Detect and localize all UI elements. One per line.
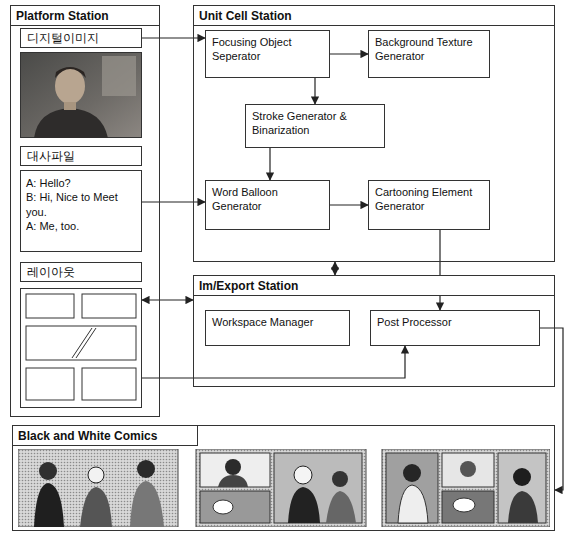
- flow-arrow: [142, 299, 193, 300]
- process-box: Cartooning Element Generator: [368, 180, 490, 230]
- flow-arrow: [330, 53, 368, 54]
- process-box: Stroke Generator & Binarization: [245, 104, 385, 148]
- station-panel: Unit Cell StationFocusing Object Seperat…: [193, 5, 555, 262]
- process-box: Focusing Object Seperator: [205, 30, 330, 78]
- input-label: 대사파일: [20, 146, 142, 166]
- comic-pages: [18, 449, 550, 527]
- box-label: Stroke Generator & Binarization: [252, 110, 378, 138]
- flow-arrow: [142, 37, 205, 38]
- input-group: 디지털이미지: [20, 28, 142, 138]
- box-label: Post Processor: [377, 316, 533, 330]
- input-label: 레이아웃: [20, 262, 142, 282]
- flow-arrow: [142, 201, 205, 202]
- box-label: Word Balloon Generator: [212, 186, 323, 214]
- station-title: Platform Station: [11, 6, 159, 26]
- input-label: 디지털이미지: [20, 28, 142, 48]
- box-label: Workspace Manager: [212, 316, 343, 330]
- flow-arrow: [269, 148, 270, 180]
- dialog-box: A: Hello?B: Hi, Nice to Meet you.A: Me, …: [20, 170, 142, 252]
- station-panel: Platform Station디지털이미지대사파일 A: Hello?B: Hi…: [10, 5, 160, 417]
- flow-arrow: [330, 204, 368, 205]
- dialog-line: A: Me, too.: [26, 219, 136, 233]
- flow-arrow: [314, 78, 315, 104]
- dialog-line: A: Hello?: [26, 176, 136, 190]
- input-group: 레이아웃: [20, 262, 142, 408]
- box-label: Focusing Object Seperator: [212, 36, 323, 64]
- box-label: Cartooning Element Generator: [375, 186, 483, 214]
- process-box: Background Texture Generator: [368, 30, 490, 78]
- flow-arrow: [142, 346, 405, 378]
- station-title: Black and White Comics: [13, 426, 198, 446]
- flow-arrow: [439, 230, 440, 310]
- box-label: Background Texture Generator: [375, 36, 483, 64]
- station-panel: Im/Export StationWorkspace Manager Post P…: [193, 275, 555, 387]
- process-box: Word Balloon Generator: [205, 180, 330, 230]
- flow-arrow: [334, 262, 335, 275]
- process-box: Post Processor: [370, 310, 540, 346]
- layout-sketch: [20, 288, 142, 408]
- station-title: Unit Cell Station: [194, 6, 554, 26]
- photo-illustration: [20, 52, 142, 138]
- station-title: Im/Export Station: [194, 276, 554, 296]
- process-box: Workspace Manager: [205, 310, 350, 346]
- dialog-line: B: Hi, Nice to Meet you.: [26, 190, 136, 219]
- input-group: 대사파일 A: Hello?B: Hi, Nice to Meet you.A: …: [20, 146, 142, 252]
- output-panel: Black and White Comics: [12, 425, 555, 531]
